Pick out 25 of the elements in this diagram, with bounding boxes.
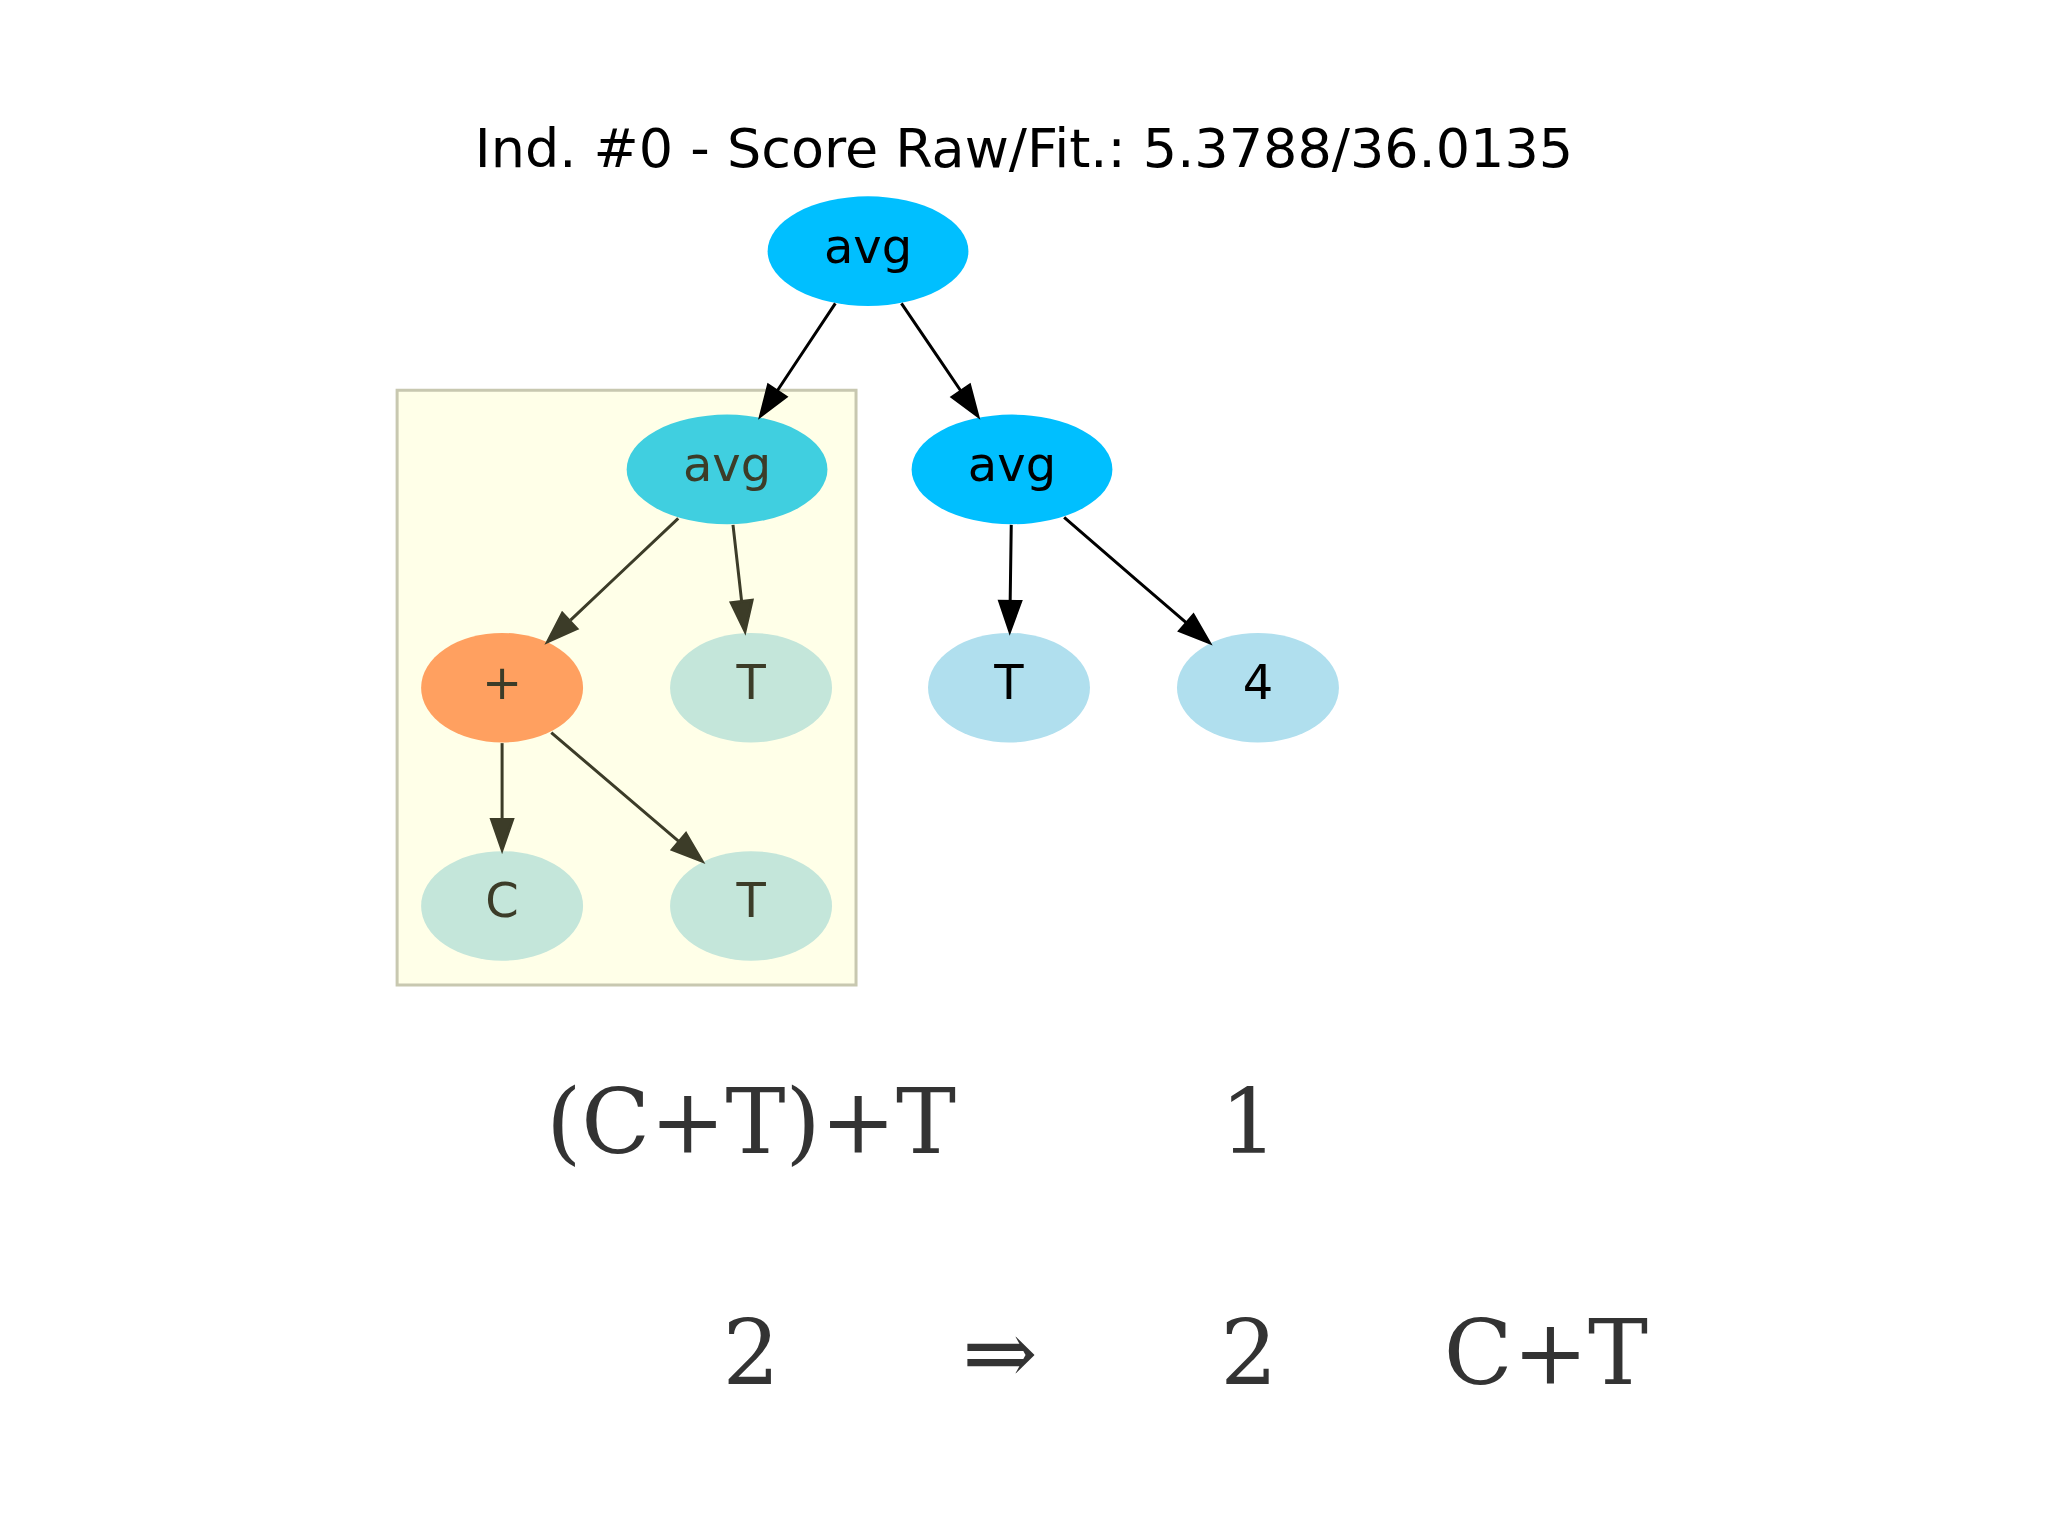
label: 2 <box>1220 1300 1278 1406</box>
arrow <box>900 302 981 420</box>
node-ellipse: C <box>421 851 584 961</box>
label: ⇒ <box>962 1300 1038 1406</box>
node-ellipse: 4 <box>1176 632 1339 743</box>
node-ellipse: avg <box>911 414 1113 525</box>
label: 1 <box>1220 1069 1278 1175</box>
node-ellipse: T <box>670 851 833 961</box>
label: 2 <box>722 1300 780 1406</box>
arrow <box>997 524 1023 636</box>
arrow <box>1063 516 1213 646</box>
arrow <box>489 743 515 855</box>
arrow <box>728 524 754 636</box>
label: (C+T)+T <box>546 1069 956 1175</box>
label: C+T <box>1443 1300 1649 1406</box>
cluster <box>395 388 858 987</box>
node-ellipse: avg <box>767 196 969 306</box>
arrow <box>544 517 680 645</box>
node-ellipse: T <box>670 632 833 743</box>
arrow <box>758 302 837 420</box>
node-ellipse: T <box>928 632 1090 743</box>
arrow <box>550 731 706 865</box>
diagram-title: Ind. #0 - Score Raw/Fit.: 5.3788/36.0135 <box>474 117 1574 181</box>
node-ellipse: + <box>421 632 584 743</box>
node-ellipse: avg <box>626 414 828 525</box>
